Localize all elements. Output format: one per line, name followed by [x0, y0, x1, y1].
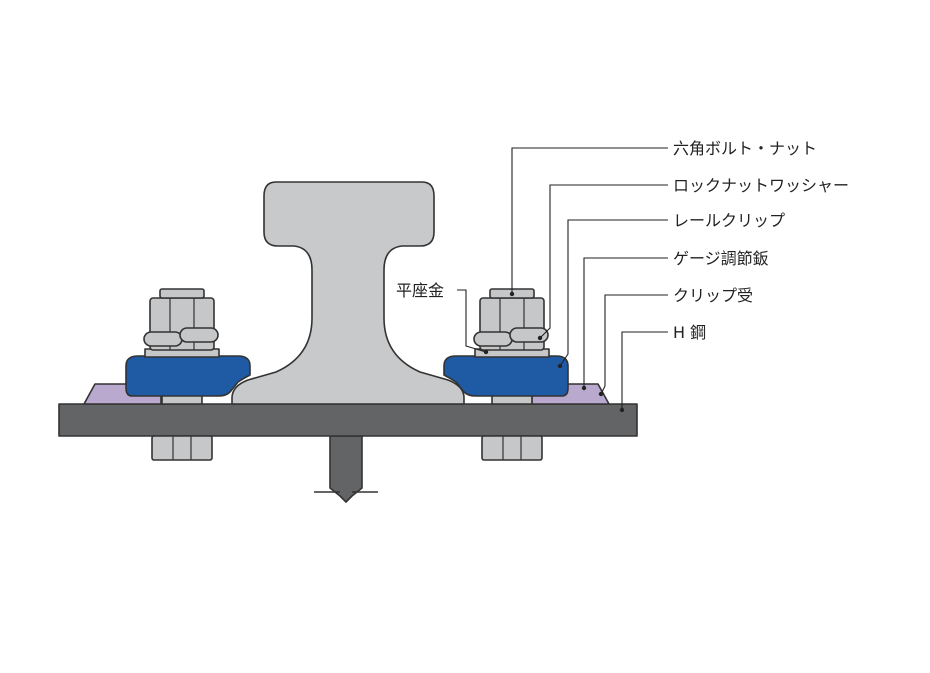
leader-lines — [457, 147, 668, 413]
rail — [231, 181, 465, 405]
label-hex-bolt-nut: 六角ボルト・ナット — [673, 139, 817, 158]
label-clip-seat: クリップ受 — [673, 286, 753, 305]
labels: 六角ボルト・ナット ロックナットワッシャー レールクリップ ゲージ調節鈑 クリッ… — [396, 139, 849, 342]
leader-gauge-plate — [583, 257, 668, 388]
leader-clip-seat — [600, 294, 668, 395]
bolt-nut-bottom-left — [151, 435, 213, 461]
bolt-tip-left — [159, 288, 205, 299]
h-beam-web — [329, 435, 363, 503]
h-beam — [58, 403, 638, 503]
lock-washer-right-a — [473, 331, 513, 347]
leader-rail-clip — [559, 219, 668, 367]
label-rail-clip: レールクリップ — [673, 211, 785, 230]
lock-washer-left-b — [179, 327, 219, 343]
h-beam-flange — [58, 403, 638, 437]
bolt-bottom-right — [481, 435, 543, 461]
bolt-nut-bottom-right — [481, 435, 543, 461]
label-gauge-plate: ゲージ調節鈑 — [673, 249, 769, 268]
leader-hex-bolt-nut — [511, 147, 668, 294]
label-lock-nut-washer: ロックナットワッシャー — [673, 176, 849, 195]
leader-lock-nut-washer — [539, 184, 668, 339]
fastening-left — [83, 288, 251, 405]
label-h-beam: H 鋼 — [673, 323, 706, 342]
lock-washer-left-a — [143, 331, 183, 347]
fastening-right — [443, 288, 610, 405]
label-flat-seat: 平座金 — [396, 281, 444, 300]
rail-clip-right — [443, 355, 569, 397]
rail-clip-left — [125, 355, 251, 397]
leader-flat-seat — [457, 289, 487, 353]
bolt-bottom-left — [151, 435, 213, 461]
leader-h-beam — [621, 331, 668, 410]
